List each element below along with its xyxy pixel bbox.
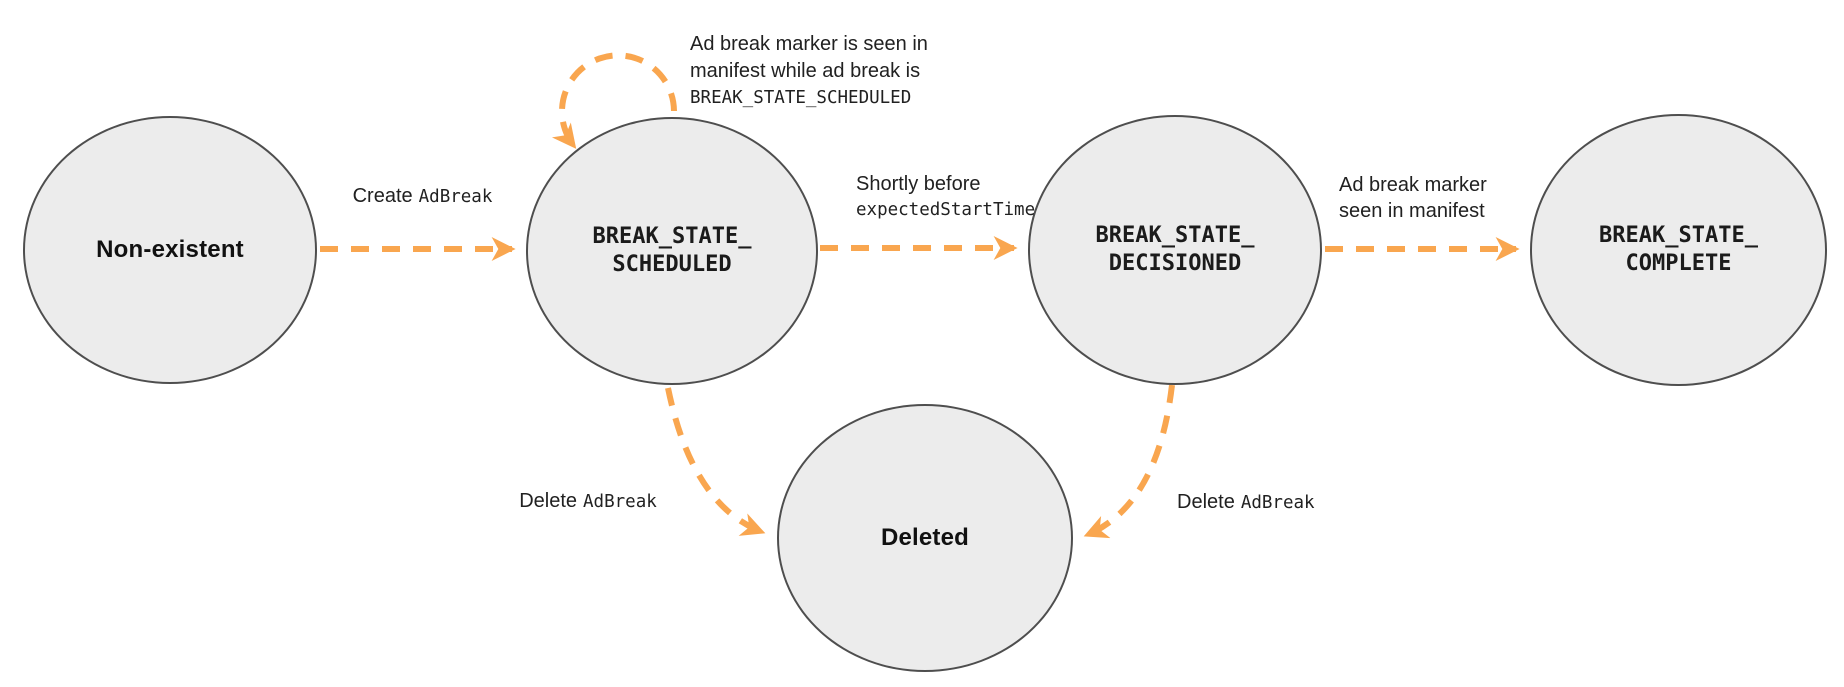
- edge-label-marker-seen: Ad break marker seen in manifest: [1339, 172, 1487, 224]
- state-label-line1: BREAK_STATE_: [592, 224, 752, 249]
- edge-label-self-loop: Ad break marker is seen in manifest whil…: [690, 31, 928, 112]
- edge-label-line2: seen in manifest: [1339, 200, 1485, 222]
- state-node-break-state-decisioned: BREAK_STATE_ DECISIONED: [1028, 115, 1322, 385]
- state-label-line2: COMPLETE: [1625, 251, 1732, 276]
- edge-delete-left-arrow: [665, 387, 766, 536]
- edge-label-line1: Ad break marker is seen in: [690, 33, 928, 55]
- state-label: Deleted: [880, 524, 970, 551]
- state-label-line2: DECISIONED: [1108, 251, 1242, 276]
- edge-label-code: BREAK_STATE_SCHEDULED: [690, 88, 912, 108]
- edge-label-code: AdBreak: [1240, 493, 1315, 513]
- edge-label-text: Delete: [519, 490, 578, 512]
- edge-label-code: AdBreak: [418, 187, 493, 207]
- edge-delete-right-arrow: [1083, 384, 1175, 539]
- state-label: Non-existent: [96, 236, 244, 263]
- state-label-line2: SCHEDULED: [612, 252, 732, 277]
- edge-label-line2: manifest while ad break is: [690, 60, 921, 82]
- state-label-line1: BREAK_STATE_: [1095, 223, 1255, 248]
- edge-self-loop-arrow: [551, 52, 677, 149]
- edge-label-code: AdBreak: [583, 492, 657, 512]
- edge-label-code: expectedStartTime: [856, 200, 1036, 220]
- edge-label-shortly-before: Shortly before expectedStartTime: [856, 171, 1035, 223]
- state-node-break-state-scheduled: BREAK_STATE_ SCHEDULED: [526, 117, 818, 385]
- edge-label-line1: Ad break marker: [1339, 174, 1487, 196]
- edge-label-text: Delete: [1177, 491, 1235, 513]
- state-node-non-existent: Non-existent: [23, 116, 317, 384]
- edge-label-text: Shortly before: [856, 173, 981, 195]
- state-node-break-state-complete: BREAK_STATE_ COMPLETE: [1530, 114, 1827, 386]
- edge-label-text: Create: [352, 185, 413, 207]
- state-label-line1: BREAK_STATE_: [1599, 223, 1758, 248]
- state-node-deleted: Deleted: [777, 404, 1073, 672]
